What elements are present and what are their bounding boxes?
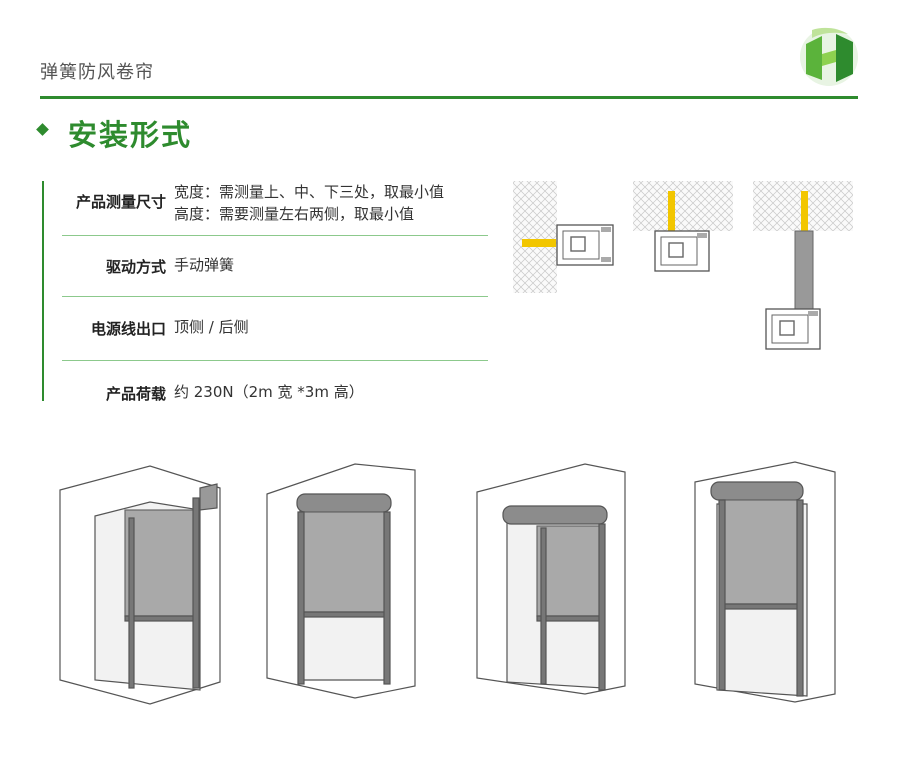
install-recess-front [476, 463, 626, 695]
section-title: 安装形式 [68, 118, 193, 152]
spec-value: 顶侧 / 后侧 [174, 318, 249, 336]
ceiling-mount-section [633, 181, 733, 272]
install-surface-side [59, 465, 221, 705]
spec-divider [62, 296, 488, 297]
green-h-leaf-logo-icon [800, 27, 858, 86]
spec-accent-bar [42, 181, 44, 401]
spec-value: 约 230N（2m 宽 *3m 高） [174, 383, 364, 401]
spec-value: 手动弹簧 [174, 256, 235, 274]
cross-section-diagrams [513, 181, 853, 350]
brand-title: 弹簧防风卷帘 [40, 62, 154, 83]
install-recess-inside [694, 461, 836, 703]
section-diamond-icon [36, 123, 49, 136]
spec-label: 产品测量尺寸 [75, 193, 166, 211]
spec-value-line: 高度：需要测量左右两侧，取最小值 [174, 205, 415, 223]
installation-illustrations [59, 461, 836, 705]
spec-label: 电源线出口 [90, 320, 166, 338]
spec-label: 产品荷载 [105, 385, 166, 403]
spec-divider [62, 360, 488, 361]
install-surface-front [266, 463, 416, 699]
ceiling-drop-mount-section [753, 181, 853, 350]
spec-divider [62, 235, 488, 236]
spec-value: 宽度：需测量上、中、下三处，取最小值 高度：需要测量左右两侧，取最小值 [174, 181, 444, 225]
header-divider [40, 96, 858, 99]
spec-label: 驱动方式 [105, 258, 166, 276]
spec-value-line: 宽度：需测量上、中、下三处，取最小值 [174, 183, 445, 201]
side-wall-mount-section [513, 181, 614, 293]
